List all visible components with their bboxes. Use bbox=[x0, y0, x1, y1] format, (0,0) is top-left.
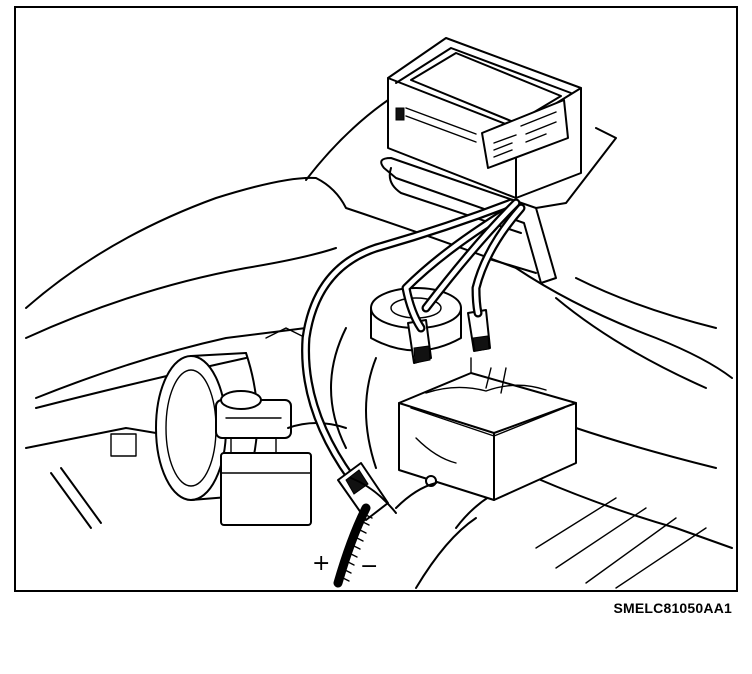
battery-charger-icon bbox=[387, 37, 582, 199]
negative-sign: − bbox=[360, 554, 379, 579]
ground-cable bbox=[333, 482, 437, 588]
vehicle-body-outline bbox=[25, 95, 733, 589]
illustration-frame: + − bbox=[14, 6, 738, 592]
fender-details bbox=[50, 327, 307, 529]
clamp-icon bbox=[337, 462, 397, 521]
battery-clamps bbox=[407, 309, 491, 364]
master-cylinder bbox=[215, 390, 347, 526]
positive-sign: + bbox=[312, 551, 331, 576]
figure-code-label: SMELC81050AA1 bbox=[613, 600, 732, 616]
engine-bay-illustration bbox=[25, 37, 733, 589]
charger-stand bbox=[380, 127, 617, 284]
charger-cables bbox=[301, 198, 526, 483]
battery-icon bbox=[398, 357, 577, 501]
